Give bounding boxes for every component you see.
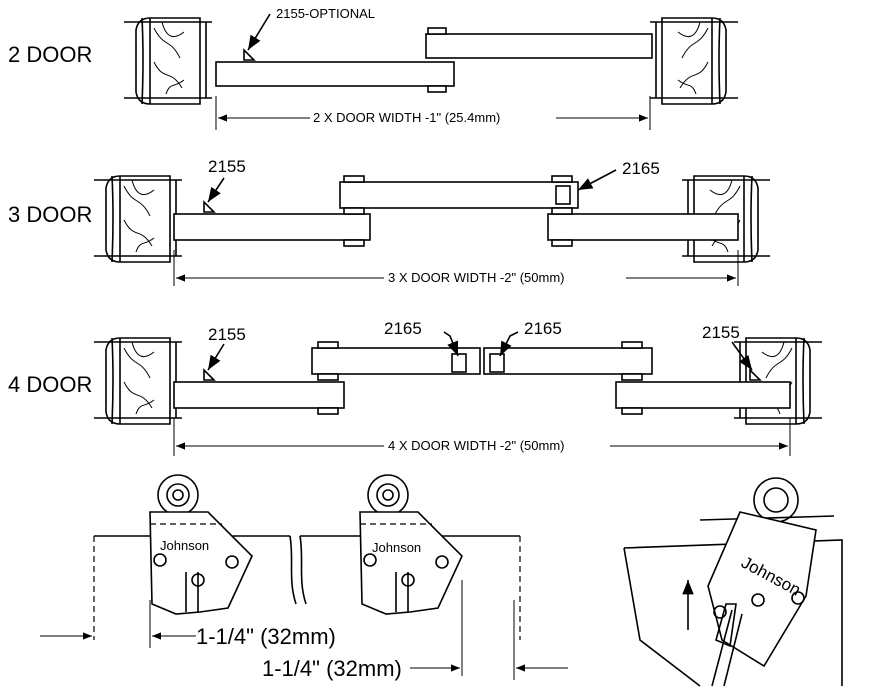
left-jamb-2door xyxy=(123,17,213,105)
three-door-label: 3 DOOR xyxy=(8,202,92,227)
leader-2165-left-4door xyxy=(443,331,459,357)
hinge-2165-left-4door xyxy=(451,353,467,373)
right-jamb-4door xyxy=(733,337,823,425)
extension-lines-3door xyxy=(173,250,739,286)
four-door-label: 4 DOOR xyxy=(8,372,92,397)
door-panel-3-3door xyxy=(547,213,739,241)
bracket-2155-left-4door xyxy=(203,368,216,381)
pivot-b-top-4door xyxy=(621,341,643,349)
leader-2155-left-4door xyxy=(207,343,225,371)
brand-label-1: Johnson xyxy=(160,538,209,553)
leader-2155-3door xyxy=(207,177,225,203)
bracket-2155-right-4door xyxy=(749,368,762,381)
pivot-bracket-1 xyxy=(149,474,253,615)
pivot-a-top-3door xyxy=(343,175,365,183)
pivot-b-bottom-4door xyxy=(621,407,643,415)
leader-2165-3door xyxy=(577,169,617,191)
offset-extension-lines xyxy=(149,580,515,680)
part-2165-label-right-4door: 2165 xyxy=(524,319,562,338)
leader-2155-optional xyxy=(247,13,271,51)
right-jamb-2door xyxy=(649,17,739,105)
pivot-a-bottom-3door xyxy=(343,239,365,247)
pivot-a-mid-4door xyxy=(317,373,339,381)
door-panel-3-4door xyxy=(483,347,653,375)
left-jamb-4door xyxy=(93,337,183,425)
dimension-4door: 4 X DOOR WIDTH -2" (50mm) xyxy=(388,438,565,453)
pivot-bottom-2door xyxy=(427,85,447,93)
part-2155-label-left-4door: 2155 xyxy=(208,325,246,344)
bracket-2155-2door xyxy=(243,48,256,61)
bracket-2155-3door xyxy=(203,200,216,213)
extension-lines-2door xyxy=(215,96,651,130)
pivot-b-top-3door xyxy=(551,175,573,183)
pivot-bracket-2 xyxy=(359,474,463,615)
break-lines xyxy=(289,535,307,605)
pivot-b-mid-3door xyxy=(551,207,573,215)
dimension-3door: 3 X DOOR WIDTH -2" (50mm) xyxy=(388,270,565,285)
hinge-2165-right-4door xyxy=(489,353,505,373)
pivot-bracket-perspective xyxy=(623,477,843,687)
left-door-panel-2door xyxy=(215,61,455,87)
brand-label-2: Johnson xyxy=(372,540,421,555)
dimension-2door: 2 X DOOR WIDTH -1" (25.4mm) xyxy=(313,110,500,125)
leader-2155-right-4door xyxy=(731,341,753,371)
pivot-b-mid-4door xyxy=(621,373,643,381)
part-2165-label-3door: 2165 xyxy=(622,159,660,178)
door-panel-1-4door xyxy=(173,381,345,409)
hinge-2165-3door xyxy=(555,185,571,205)
pivot-a-top-4door xyxy=(317,341,339,349)
door-panel-4-4door xyxy=(615,381,791,409)
two-door-label: 2 DOOR xyxy=(8,42,92,67)
pivot-b-bottom-3door xyxy=(551,239,573,247)
offset-dimension-2: 1-1/4" (32mm) xyxy=(262,656,402,681)
leader-2165-right-4door xyxy=(499,331,519,357)
pivot-a-bottom-4door xyxy=(317,407,339,415)
optional-2155-label: 2155-OPTIONAL xyxy=(276,6,375,21)
part-2165-label-left-4door: 2165 xyxy=(384,319,422,338)
right-door-panel-2door xyxy=(425,33,653,59)
pivot-a-mid-3door xyxy=(343,207,365,215)
left-jamb-3door xyxy=(93,175,183,263)
part-2155-label-right-4door: 2155 xyxy=(702,323,740,342)
extension-lines-4door xyxy=(173,418,791,456)
part-2155-label-3door: 2155 xyxy=(208,157,246,176)
door-panel-1-3door xyxy=(173,213,371,241)
door-panel-2-3door xyxy=(339,181,579,209)
offset-dimension-1: 1-1/4" (32mm) xyxy=(196,624,336,649)
pivot-top-2door xyxy=(427,27,447,35)
